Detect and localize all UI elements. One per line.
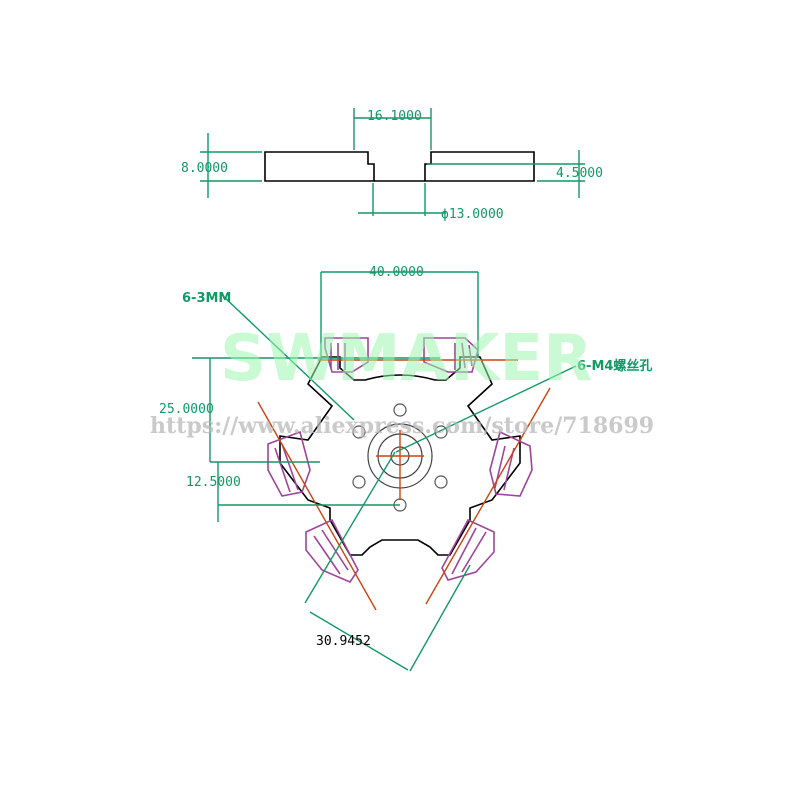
slot-top-right xyxy=(423,337,479,373)
top-view: 40.0000 25.0000 12.5000 30.9452 6-3MM 6-… xyxy=(159,265,652,672)
slot-top-left xyxy=(324,337,369,373)
dim-offset-label: 12.5000 xyxy=(186,475,241,490)
hole xyxy=(352,475,366,489)
dim-thickness-group xyxy=(200,133,262,198)
dim-step-group xyxy=(427,150,585,198)
dim-diagonal-label: 30.9452 xyxy=(316,634,371,649)
dim-step-label: 4.5000 xyxy=(556,166,603,181)
centerlines xyxy=(257,359,551,611)
url-watermark: https://www.aliexpress.com/store/718699 xyxy=(150,413,654,439)
slot-left-upper xyxy=(267,430,311,497)
dim-width-group xyxy=(353,108,432,150)
dim-span-group xyxy=(320,271,479,357)
note-threads-label: 6-M4螺丝孔 xyxy=(577,358,652,374)
note-leaders xyxy=(221,294,577,453)
dim-height-group xyxy=(192,357,440,522)
dim-bore-label: ϕ13.0000 xyxy=(441,207,504,222)
slot-left-lower xyxy=(305,518,359,583)
slot-right-lower xyxy=(441,518,495,581)
dim-bore-group xyxy=(358,183,446,216)
holes xyxy=(352,403,448,512)
dim-diagonal-group xyxy=(304,451,471,672)
side-view-outline xyxy=(264,151,535,182)
hole xyxy=(393,403,407,417)
note-holes-label: 6-3MM xyxy=(182,291,231,306)
brand-watermark: SWMAKER xyxy=(220,322,593,396)
hole xyxy=(434,475,448,489)
dim-span-label: 40.0000 xyxy=(369,265,424,280)
dim-thickness-label: 8.0000 xyxy=(181,161,228,176)
side-view: 16.1000 8.0000 4.5000 ϕ13.0000 xyxy=(181,108,603,222)
dim-width-label: 16.1000 xyxy=(367,109,422,124)
hole xyxy=(352,425,366,439)
dim-height-label: 25.0000 xyxy=(159,402,214,417)
